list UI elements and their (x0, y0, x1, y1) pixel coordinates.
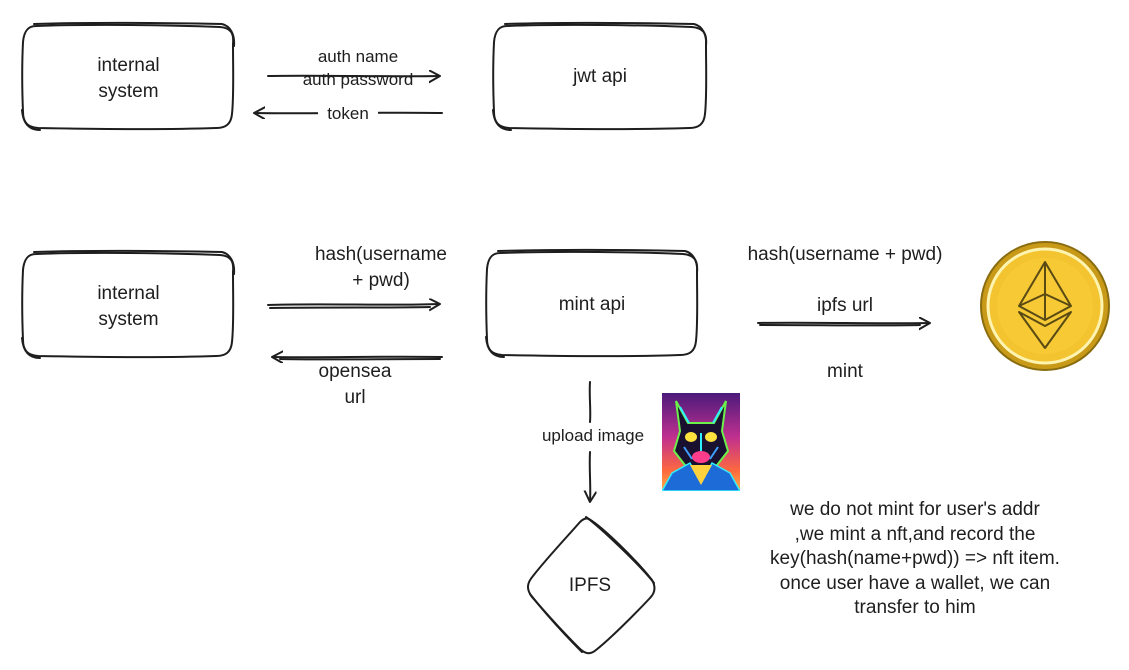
hash-request-arrow (267, 304, 439, 305)
neon-dog-nft-image (662, 393, 740, 491)
box-label-line: system (98, 81, 159, 102)
chain-hash-label: hash(username + pwd) (747, 244, 943, 265)
upload-image-arrow-bottom (590, 451, 591, 501)
chain-mint-label: mint (827, 361, 863, 382)
jwt-api-label: jwt api (573, 66, 627, 87)
opensea-url-label: opensea url (285, 359, 425, 411)
jwt-api-box[interactable] (492, 21, 708, 131)
chain-ipfs-url-label: ipfs url (817, 295, 873, 316)
box-label-line: internal (97, 55, 160, 76)
ipfs-label: IPFS (568, 575, 612, 596)
explanation-note: we do not mint for user's addr ,we mint … (740, 498, 1090, 621)
mint-api-box[interactable] (485, 248, 699, 358)
response-label-line: url (344, 387, 366, 408)
box-label-line: system (98, 309, 159, 330)
internal-system-box-bottom[interactable] (21, 249, 236, 359)
hash-request-label: hash(username + pwd) (281, 242, 481, 294)
note-line: key(hash(name+pwd)) => nft item. (770, 548, 1060, 569)
box-label-line: internal (97, 283, 160, 304)
token-label: token (318, 102, 378, 125)
note-line: ,we mint a nft,and record the (794, 523, 1036, 545)
auth-request-arrow (267, 76, 439, 77)
upload-image-arrow-top (588, 381, 592, 423)
note-line: transfer to him (854, 597, 976, 618)
ipfs-node[interactable] (527, 516, 656, 655)
request-label-line: auth password (302, 70, 414, 89)
request-label-line: auth name (317, 47, 399, 66)
opensea-url-response-arrow (273, 357, 443, 358)
response-label-line: opensea (318, 361, 392, 382)
upload-image-label: upload image (541, 426, 645, 445)
request-label-line: + pwd) (352, 270, 410, 291)
internal-system-label-bottom: internal system (23, 281, 234, 333)
internal-system-box-top[interactable] (21, 21, 236, 131)
note-line: once user have a wallet, we can (779, 572, 1051, 594)
note-line: we do not mint for user's addr (790, 499, 1040, 520)
internal-system-label-top: internal system (23, 53, 234, 105)
request-label-line: hash(username (314, 244, 448, 265)
auth-request-label: auth name auth password (278, 45, 438, 91)
mint-api-label: mint api (558, 294, 626, 315)
ethereum-coin-icon (980, 241, 1110, 371)
mint-chain-arrow (757, 323, 929, 324)
